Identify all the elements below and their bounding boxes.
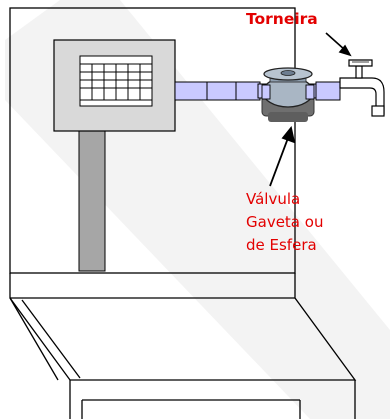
water-meter-icon bbox=[79, 55, 153, 107]
faucet-icon bbox=[339, 59, 385, 117]
valve-label-line: Válvula bbox=[246, 190, 301, 208]
valve-label-line: Gaveta ou bbox=[246, 213, 324, 231]
valve-icon bbox=[261, 67, 315, 122]
faucet-label: Torneira bbox=[246, 10, 318, 28]
wall-structure bbox=[9, 7, 357, 419]
valve-arrow bbox=[269, 125, 296, 187]
valve-label: Válvula Gaveta ou de Esfera bbox=[246, 188, 376, 257]
faucet-arrow bbox=[325, 32, 352, 57]
pipe bbox=[174, 81, 341, 101]
support-post bbox=[78, 130, 106, 272]
valve-label-line: de Esfera bbox=[246, 236, 317, 254]
